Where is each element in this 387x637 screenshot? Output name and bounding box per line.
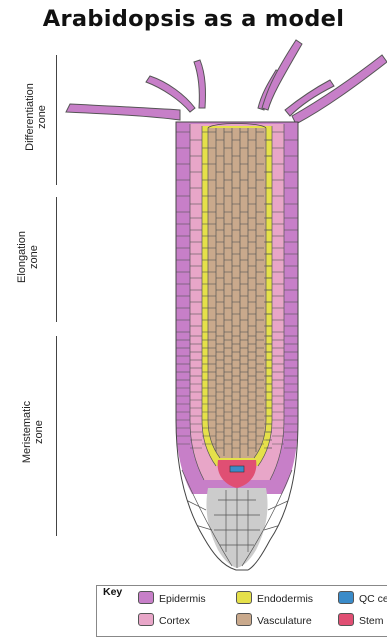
root-hairs: [66, 40, 387, 124]
key-item-endodermis: Endodermis: [236, 591, 313, 605]
key-item-cortex: Cortex: [138, 613, 190, 627]
vasculature-swatch: [236, 613, 252, 626]
key-title: Key: [103, 586, 122, 598]
cortex-swatch: [138, 613, 154, 626]
stem-swatch: [338, 613, 354, 626]
key-item-stem: Stem: [338, 613, 384, 627]
root-hair-left-up: [194, 60, 205, 108]
epidermis-swatch: [138, 591, 154, 604]
key-item-epidermis: Epidermis: [138, 591, 206, 605]
root-hair-left-long: [66, 104, 180, 120]
root-hair-right-3: [292, 55, 387, 124]
root-hair-left-mid: [146, 76, 195, 112]
qc-swatch: [338, 591, 354, 604]
key-item-qc: QC ce: [338, 591, 387, 605]
root-hair-right-4: [262, 40, 302, 110]
endodermis-swatch: [236, 591, 252, 604]
vasculature-layer: [208, 128, 266, 458]
qc-cells: [230, 466, 244, 472]
key-item-vasculature: Vasculature: [236, 613, 312, 627]
